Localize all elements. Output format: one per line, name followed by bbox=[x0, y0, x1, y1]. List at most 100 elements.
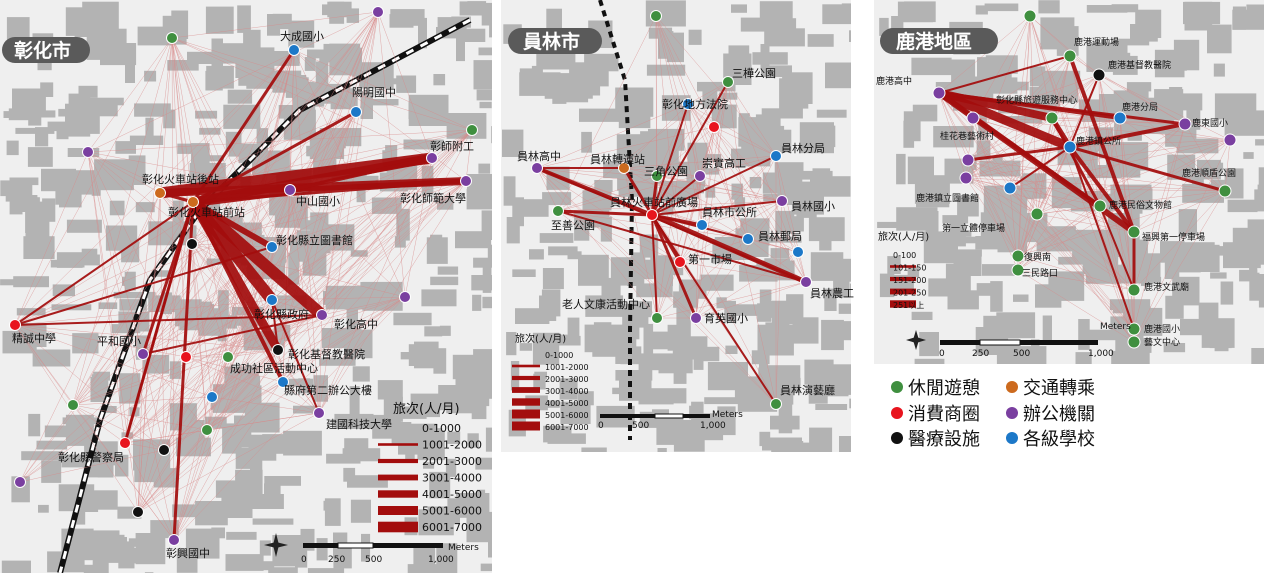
minor-flow-line bbox=[191, 243, 229, 358]
city-block bbox=[41, 460, 62, 483]
city-block bbox=[821, 319, 844, 351]
city-block bbox=[28, 413, 41, 437]
city-block bbox=[807, 34, 834, 47]
city-block bbox=[676, 306, 691, 338]
city-block bbox=[957, 195, 979, 217]
minor-flow-line bbox=[185, 49, 295, 358]
office-marker bbox=[932, 86, 946, 100]
city-block bbox=[539, 295, 557, 321]
railway bbox=[598, 0, 635, 440]
city-block bbox=[1075, 352, 1092, 364]
label-city-office: 員林市公所 bbox=[702, 205, 757, 219]
city-block bbox=[473, 257, 492, 268]
city-block bbox=[268, 567, 298, 573]
label-sanmin: 三民路口 bbox=[1022, 267, 1058, 279]
city-block bbox=[479, 101, 492, 109]
minor-flow-line bbox=[137, 449, 165, 513]
city-block bbox=[389, 78, 403, 85]
scale-tick: 1,000 bbox=[1088, 349, 1114, 359]
city-block bbox=[581, 131, 592, 153]
minor-flow-line bbox=[171, 37, 433, 159]
minor-flow-line bbox=[87, 151, 187, 358]
city-block bbox=[581, 447, 607, 452]
minor-flow-line bbox=[163, 296, 406, 451]
city-block bbox=[1085, 265, 1121, 284]
minor-flow-line bbox=[206, 296, 406, 431]
city-block bbox=[764, 28, 805, 47]
city-block bbox=[642, 259, 654, 280]
flow-legend: 旅次(人/月) 0-10001001-20002001-30003001-400… bbox=[378, 401, 482, 534]
city-block bbox=[98, 302, 118, 309]
city-block bbox=[1000, 116, 1043, 124]
office-marker bbox=[961, 153, 975, 167]
city-block bbox=[502, 129, 524, 157]
scale-tick: 0 bbox=[301, 555, 307, 565]
leisure-marker bbox=[1218, 184, 1232, 198]
city-block bbox=[37, 62, 52, 71]
minor-flow-line bbox=[206, 412, 320, 431]
label-ylhs: 員林高中 bbox=[517, 149, 561, 163]
scale-tick: 1,000 bbox=[700, 421, 726, 431]
minor-flow-line bbox=[536, 167, 697, 319]
city-block bbox=[484, 190, 492, 207]
city-block bbox=[979, 77, 1018, 94]
legend-swatch bbox=[890, 288, 916, 295]
city-block bbox=[1058, 256, 1098, 265]
category-legend-item: 醫療設施 bbox=[891, 429, 980, 450]
city-block bbox=[719, 92, 738, 100]
minor-flow-line bbox=[173, 429, 208, 541]
minor-flow-line bbox=[124, 189, 291, 444]
city-block bbox=[553, 74, 589, 103]
office-marker bbox=[959, 171, 973, 185]
flow-line bbox=[650, 174, 659, 217]
city-block bbox=[1111, 350, 1150, 364]
city-block bbox=[343, 467, 356, 482]
city-block bbox=[1248, 252, 1264, 265]
flow-line bbox=[966, 145, 1072, 162]
flow-line bbox=[651, 81, 729, 216]
city-block bbox=[763, 193, 791, 202]
legend-title: 旅次(人/月) bbox=[515, 332, 566, 345]
city-block bbox=[739, 265, 778, 282]
city-block bbox=[249, 437, 268, 452]
city-block bbox=[418, 17, 427, 49]
flow-line bbox=[14, 314, 323, 326]
city-block bbox=[976, 283, 996, 296]
city-block bbox=[1135, 9, 1162, 38]
minor-flow-line bbox=[775, 155, 783, 202]
city-block bbox=[725, 345, 738, 354]
leisure-marker bbox=[1127, 225, 1141, 239]
city-block bbox=[763, 236, 802, 243]
city-block bbox=[66, 219, 102, 233]
city-block bbox=[311, 227, 349, 236]
city-block bbox=[195, 155, 224, 162]
minor-flow-line bbox=[1009, 187, 1135, 330]
city-block bbox=[914, 358, 945, 364]
city-block bbox=[437, 266, 459, 275]
minor-flow-line bbox=[967, 117, 1053, 161]
label-zhishan: 至善公園 bbox=[551, 218, 595, 232]
city-block bbox=[539, 233, 574, 243]
city-block bbox=[903, 120, 915, 148]
scale-unit: Meters bbox=[448, 543, 479, 553]
legend-swatch bbox=[512, 421, 540, 431]
minor-flow-line bbox=[965, 15, 1031, 179]
minor-flow-line bbox=[282, 381, 320, 414]
city-block bbox=[224, 499, 253, 518]
city-block bbox=[163, 109, 176, 129]
leisure-marker bbox=[722, 76, 734, 88]
flow-line bbox=[1069, 146, 1135, 330]
city-block bbox=[346, 307, 358, 334]
city-block bbox=[779, 78, 809, 109]
office-marker bbox=[690, 312, 702, 324]
school-marker bbox=[696, 219, 708, 231]
city-block bbox=[1210, 272, 1227, 279]
city-block bbox=[177, 143, 194, 154]
city-block bbox=[1029, 66, 1046, 87]
minor-flow-line bbox=[972, 117, 1135, 291]
city-block bbox=[403, 139, 444, 150]
city-block bbox=[487, 244, 492, 266]
minor-flow-line bbox=[695, 81, 729, 319]
minor-flow-line bbox=[206, 356, 229, 431]
city-block bbox=[472, 294, 482, 311]
